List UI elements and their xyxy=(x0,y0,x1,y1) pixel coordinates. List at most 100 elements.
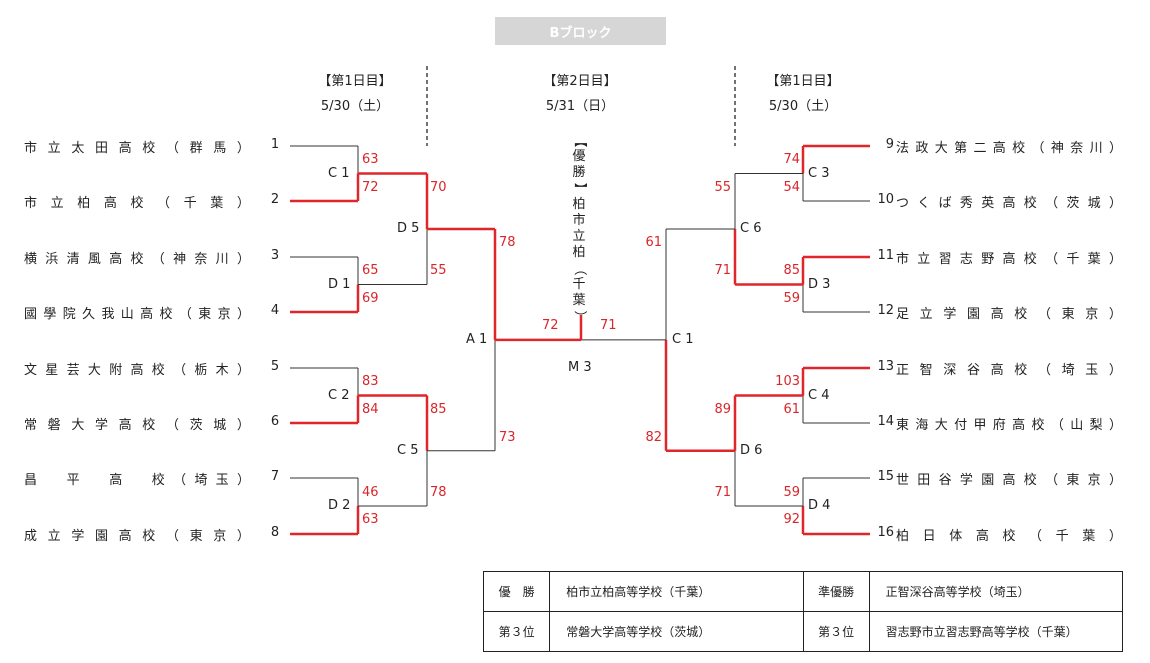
champion-char: 【 xyxy=(572,134,587,148)
team-name-left: 常磐大学高校（茨城） xyxy=(24,418,250,433)
seed-number: 16 xyxy=(877,525,894,540)
team-name-left: 文星芸大附高校（栃木） xyxy=(24,363,250,378)
seed-number: 8 xyxy=(270,525,280,540)
game-label-d6: D 6 xyxy=(740,443,763,458)
results-row: 第３位 常磐大学高等学校（茨城） 第３位 習志野市立習志野高等学校（千葉） xyxy=(482,611,1124,652)
game-label-c4: C 4 xyxy=(808,388,830,403)
game-label-m3: M 3 xyxy=(568,360,592,375)
score-rC1b: 82 xyxy=(645,430,662,445)
score-l5: 83 xyxy=(362,374,379,389)
game-label-d1: D 1 xyxy=(328,277,351,292)
rank-cell: 準優勝 xyxy=(802,571,870,612)
score-lD5a: 70 xyxy=(430,180,447,195)
score-r12: 59 xyxy=(783,291,800,306)
champion-char: 】 xyxy=(572,182,587,196)
day2-label: 【第2日目】 xyxy=(543,74,617,89)
seed-number: 2 xyxy=(270,192,280,207)
seed-number: 7 xyxy=(270,469,280,484)
score-lC5b: 78 xyxy=(430,485,447,500)
score-final_right: 71 xyxy=(600,318,617,333)
team-name-right: つくば秀英高校（茨城） xyxy=(896,196,1122,211)
seed-number: 13 xyxy=(877,359,894,374)
seed-number: 12 xyxy=(877,303,894,318)
team-name-left: 成立学園高校（東京） xyxy=(24,529,250,544)
rank-cell: 第３位 xyxy=(482,611,551,652)
champion-char: 柏 xyxy=(572,197,586,212)
team-name-right: 正智深谷高校（埼玉） xyxy=(896,363,1122,378)
game-label-c1-left: C 1 xyxy=(328,166,350,181)
results-row: 優 勝 柏市立柏高等学校（千葉） 準優勝 正智深谷高等学校（埼玉） xyxy=(482,571,1124,612)
team-name-left: 市立柏高校（千葉） xyxy=(24,196,250,211)
game-label-a1: A 1 xyxy=(466,332,488,347)
champion-char: ） xyxy=(572,310,587,324)
score-l1: 63 xyxy=(362,152,379,167)
seed-number: 11 xyxy=(877,248,894,263)
game-label-d5: D 5 xyxy=(397,221,420,236)
block-title: Bブロック xyxy=(495,17,666,45)
score-r9: 74 xyxy=(783,152,800,167)
day1-left-label: 【第1日目】 xyxy=(318,74,392,89)
score-r11: 85 xyxy=(783,263,800,278)
score-r13: 103 xyxy=(775,374,800,389)
champion-char: 柏 xyxy=(572,245,586,260)
team-name-left: 國學院久我山高校（東京） xyxy=(24,307,250,322)
day1-right-date: 5/30（土） xyxy=(768,99,838,114)
score-final_left: 72 xyxy=(542,318,559,333)
seed-number: 1 xyxy=(270,137,280,152)
score-r16: 92 xyxy=(783,512,800,527)
score-lA1b: 73 xyxy=(499,430,516,445)
team-name-right: 東海大付甲府高校（山梨） xyxy=(896,418,1122,433)
champion-vertical-label: 【優勝】柏市立柏（千葉） xyxy=(570,133,588,325)
score-l8: 63 xyxy=(362,512,379,527)
game-label-d3: D 3 xyxy=(808,277,831,292)
team-name-left: 昌 平 高 校（埼玉） xyxy=(24,473,250,488)
seed-number: 15 xyxy=(877,469,894,484)
score-r15: 59 xyxy=(783,485,800,500)
score-l7: 46 xyxy=(362,485,379,500)
seed-number: 5 xyxy=(270,359,280,374)
team-name-left: 横浜清風高校（神奈川） xyxy=(24,252,250,267)
seed-number: 9 xyxy=(885,137,894,152)
score-l3: 65 xyxy=(362,263,379,278)
seed-number: 10 xyxy=(877,192,894,207)
score-r10: 54 xyxy=(783,180,800,195)
day1-right-label: 【第1日目】 xyxy=(766,74,840,89)
team-name-right: 柏日体高校（千葉） xyxy=(896,529,1122,544)
score-l4: 69 xyxy=(362,291,379,306)
results-table: 優 勝 柏市立柏高等学校（千葉） 準優勝 正智深谷高等学校（埼玉） 第３位 常磐… xyxy=(482,571,1124,652)
champion-char: 勝 xyxy=(572,165,586,180)
team-name-right: 世田谷学園高校（東京） xyxy=(896,473,1122,488)
score-lC5a: 85 xyxy=(430,402,447,417)
score-l6: 84 xyxy=(362,402,379,417)
champion-char: （ xyxy=(572,262,587,276)
score-rC6b: 71 xyxy=(714,263,731,278)
champion-char: 葉 xyxy=(572,293,586,308)
seed-number: 14 xyxy=(877,414,894,429)
score-rD6b: 71 xyxy=(714,485,731,500)
score-r14: 61 xyxy=(783,402,800,417)
champion-char: 立 xyxy=(572,229,586,244)
game-label-d2: D 2 xyxy=(328,498,351,513)
champion-char: 優 xyxy=(572,149,586,164)
day2-date: 5/31（日） xyxy=(545,99,615,114)
team-name-right: 足立学園高校（東京） xyxy=(896,307,1122,322)
rank-cell: 第３位 xyxy=(802,611,870,652)
score-lA1a: 78 xyxy=(499,235,516,250)
school-cell: 習志野市立習志野高等学校（千葉） xyxy=(868,611,1124,652)
school-cell: 常磐大学高等学校（茨城） xyxy=(549,611,804,652)
game-label-d4: D 4 xyxy=(808,498,831,513)
game-label-c2: C 2 xyxy=(328,388,350,403)
team-name-left: 市立太田高校（群馬） xyxy=(24,141,250,156)
score-lD5b: 55 xyxy=(430,263,447,278)
score-rD6a: 89 xyxy=(714,402,731,417)
score-l2: 72 xyxy=(362,180,379,195)
team-name-right: 市立習志野高校（千葉） xyxy=(896,252,1122,267)
rank-cell: 優 勝 xyxy=(482,571,551,612)
game-label-c3: C 3 xyxy=(808,166,830,181)
game-label-c1-right: C 1 xyxy=(672,332,694,347)
score-rC6a: 55 xyxy=(714,180,731,195)
day1-left-date: 5/30（土） xyxy=(320,99,390,114)
game-label-c6: C 6 xyxy=(740,221,762,236)
seed-number: 4 xyxy=(270,303,280,318)
game-label-c5: C 5 xyxy=(397,443,419,458)
